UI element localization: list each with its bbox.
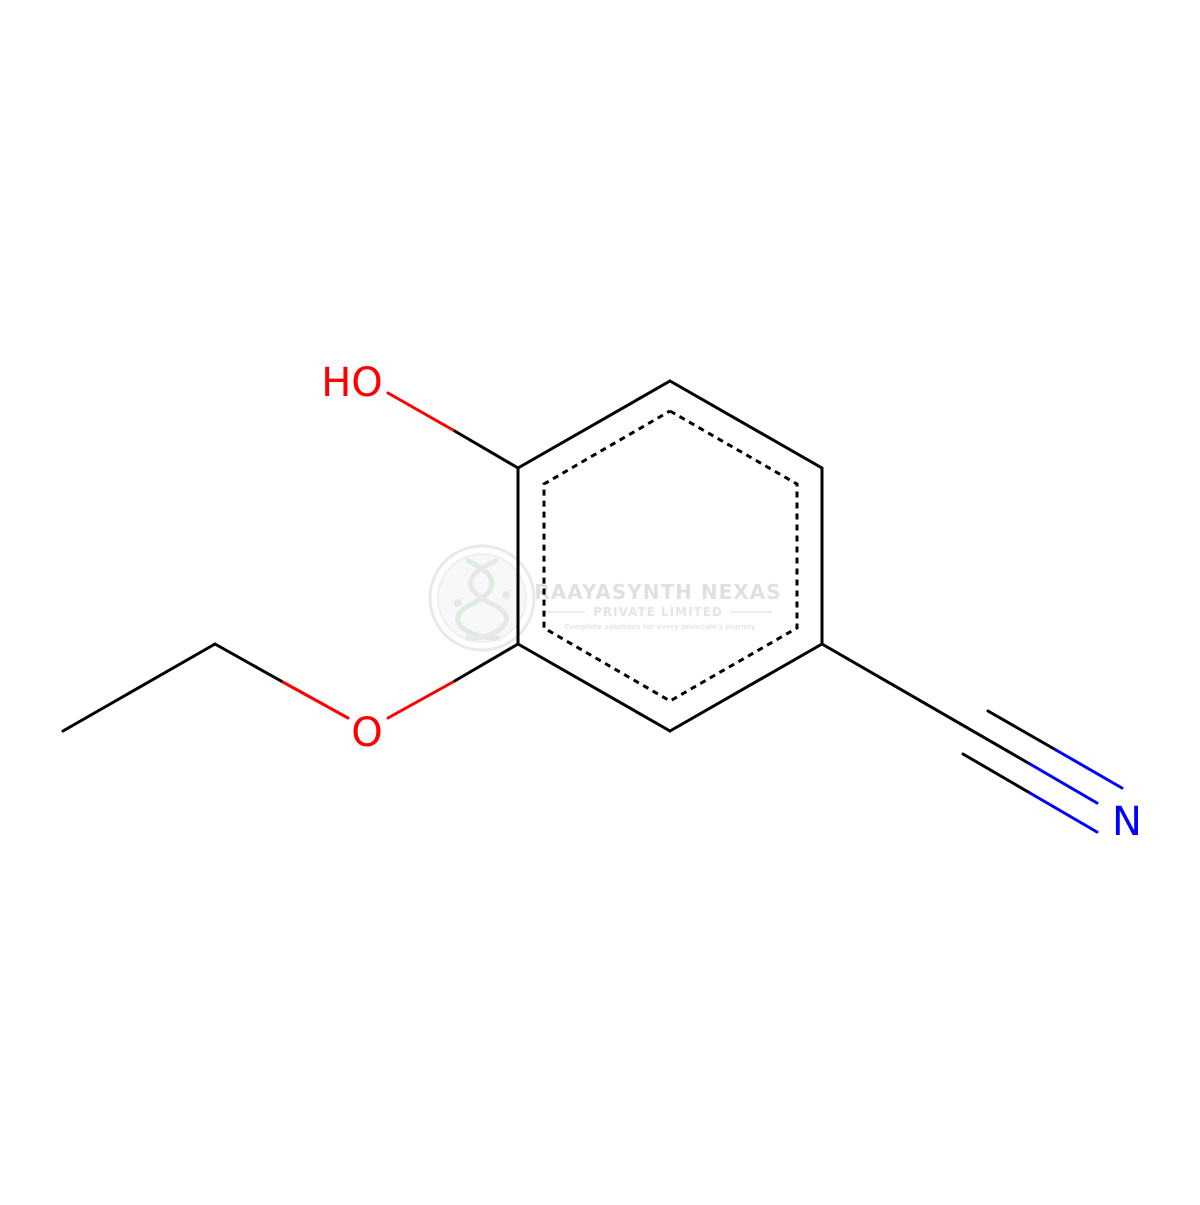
dna-helix-logo-icon [428,544,536,652]
aromatic-dashed-ring [542,409,799,703]
c-cn-bond [820,642,1032,766]
o-ch2-bond-red [279,679,350,720]
aromatic-circuit [542,409,799,703]
c-cn-bond-blue [1028,762,1099,805]
ring-o-bond-red [386,680,455,720]
c-o-bond [451,428,520,470]
ethyl-bond [61,642,217,733]
ring-bond [516,642,672,733]
watermark-subtitle: PRIVATE LIMITED [593,605,723,619]
watermark-tagline: Complete solutions for every molecule's … [565,623,756,631]
triple-bond-line [986,709,1058,752]
ring-bond [668,379,824,470]
ring-bond [516,379,672,470]
ethoxy-group [61,642,520,733]
ring-o-bond [451,642,520,684]
benzene-ring [516,379,824,733]
ether-oxygen-label: O [351,710,382,756]
watermark-company: RAAYASYNTH NEXAS [534,580,781,604]
nitrogen-label: N [1112,799,1142,845]
triple-bond-line [961,752,1032,795]
triple-bond-line-blue [1054,748,1124,790]
watermark: RAAYASYNTH NEXAS PRIVATE LIMITED Complet… [428,544,781,652]
hydroxyl-label: HO [321,360,383,406]
hydroxyl-group [386,391,520,470]
ring-bond [668,642,824,733]
o-ch2-bond [213,642,283,683]
nitrile-group [820,642,1124,834]
o-h-bond [386,391,455,432]
triple-bond-line-blue [1028,791,1099,834]
